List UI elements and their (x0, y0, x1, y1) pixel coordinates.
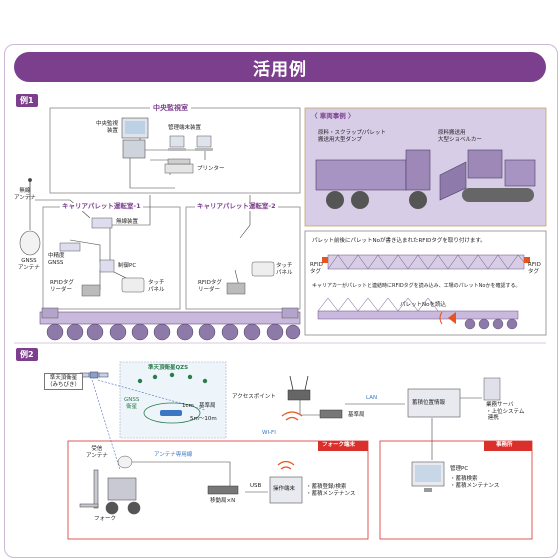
receive-antenna-icon (117, 455, 133, 469)
pallet-read-arrow-icon (439, 311, 456, 325)
carrier-note: キャリアカーがパレットと連結時にRFIDタグを読み込み、工場のパレットNoかを確… (312, 283, 521, 289)
mobile-station-label: 移動局×N (210, 498, 236, 504)
wireless-device-icon (91, 217, 113, 229)
wireless-antenna-label: 無線 アンテナ (14, 188, 36, 201)
forklift-section-label: フォーク端末 (322, 442, 356, 448)
mgmt-pc-label: 管理PC (450, 466, 469, 472)
ref-range-label: 5m～10m (190, 416, 217, 422)
antenna-cable-label: アンテナ専用線 (154, 452, 193, 458)
rfid-tag-right-icon (524, 257, 530, 263)
rfid-tag-right-label: RFID タグ (528, 262, 541, 275)
carrier-room-1-label: キャリアパレット運転室-1 (60, 202, 143, 211)
base-station-icon (319, 409, 343, 419)
wireless-antenna-icon (28, 178, 32, 200)
business-server-icon (483, 377, 501, 401)
shovel-car-label: 原料搬送用 大型ショベルカー (438, 130, 482, 143)
gnss-antenna-icon (19, 230, 41, 256)
mobile-station-icon (207, 485, 239, 495)
example1-tag: 例1 (16, 94, 38, 107)
central-monitor-icon (121, 117, 149, 159)
forklift-section-box (67, 440, 369, 540)
mgmt-terminal-icon (168, 135, 213, 151)
printer-icon (164, 158, 194, 174)
touch-panel-1-label: タッチ パネル (148, 280, 165, 293)
office-section-tag (484, 441, 532, 451)
pallet-no-read-label: パレットNoを読込 (400, 302, 446, 308)
server-icon (407, 388, 461, 418)
lan-label: LAN (366, 395, 378, 401)
forklift-section-tag (318, 441, 368, 451)
qzs-satellite-icon (79, 371, 109, 379)
truck-icon (315, 149, 431, 209)
touch-panel-2-label: タッチ パネル (276, 263, 293, 276)
mgmt-terminal-label: 管理端末装置 (168, 125, 202, 131)
forklift-icon (79, 469, 141, 515)
forklift-label: フォーク (94, 516, 117, 522)
central-room-label: 中央監視室 (150, 104, 191, 113)
wifi-icon (281, 411, 303, 421)
office-section-box (379, 440, 533, 540)
op-terminal-label: 操作端末 (273, 486, 296, 492)
central-monitor-label: 中央監視 装置 (96, 121, 119, 134)
gnss-satellite-label: GNSS 衛星 (124, 397, 140, 410)
op-terminal-icon (269, 476, 303, 504)
base-station-label: 基準局 (348, 412, 365, 418)
pallet-icon (327, 254, 525, 270)
touch-panel-1-icon (121, 277, 145, 293)
access-point-icon (287, 375, 311, 401)
rfid-reader-1-icon (81, 284, 101, 297)
wifi-icon-2 (277, 460, 295, 470)
pallet-carrier-icon (317, 297, 519, 330)
rfid-reader-2-icon (226, 282, 246, 295)
business-server-label: 業務サーバ ・上位システム 連携 (486, 402, 525, 422)
mgmt-features-label: ・蓄積検索 ・蓄積メンテナンス (450, 476, 500, 489)
ref-station-label-gnss: 基準局 (199, 403, 216, 409)
mid-gnss-label: 中精度 GNSS (48, 253, 65, 266)
access-point-label: アクセスポイント (232, 394, 276, 400)
control-pc-icon (99, 259, 115, 273)
vehicle-case-title: 〈 車両事例 〉 (311, 112, 355, 120)
mid-gnss-icon (59, 242, 81, 252)
receive-antenna-label: 受信 アンテナ (86, 446, 108, 459)
location-db-label: 蓄積位置情報 (412, 400, 446, 406)
usb-label: USB (250, 483, 262, 489)
gnss-satellite-icons (137, 372, 208, 384)
rfid-reader-2-label: RFIDタグ リーダー (198, 280, 222, 293)
control-pc-label: 制御PC (118, 263, 137, 269)
wireless-device-label: 無線装置 (116, 219, 139, 225)
carrier-room-2-label: キャリアパレット運転室-2 (195, 202, 278, 211)
pallet-note: パレット前後にパレットNoが書き込まれたRFIDタグを取り付けます。 (312, 238, 486, 244)
op-features-label: ・蓄積登録/検索 ・蓄積メンテナンス (306, 484, 356, 497)
printer-label: プリンター (197, 166, 225, 172)
carrier-vehicle-icon (39, 307, 301, 341)
dump-truck-label: 原料・スクラップ/パレット 搬送用大型ダンプ (318, 130, 386, 143)
qzs-satellite-label: 準天頂衛星 （みちびき） (44, 373, 84, 391)
rfid-tag-left-icon (322, 257, 328, 263)
wifi-label: WI-FI (262, 430, 276, 436)
rfid-tag-left-label: RFID タグ (310, 262, 323, 275)
gnss-antenna-label: GNSS アンテナ (18, 258, 40, 271)
touch-panel-2-icon (251, 261, 275, 277)
mgmt-pc-icon (411, 461, 445, 492)
example2-tag: 例2 (16, 348, 38, 361)
qzs-label: 準天頂衛星QZS (148, 365, 189, 371)
rfid-reader-1-label: RFIDタグ リーダー (50, 280, 74, 293)
cm-level-label: 1cm (182, 403, 194, 409)
page-title: 活用例 (14, 52, 546, 82)
bulldozer-icon (439, 149, 536, 202)
office-section-label: 事務所 (496, 442, 513, 448)
